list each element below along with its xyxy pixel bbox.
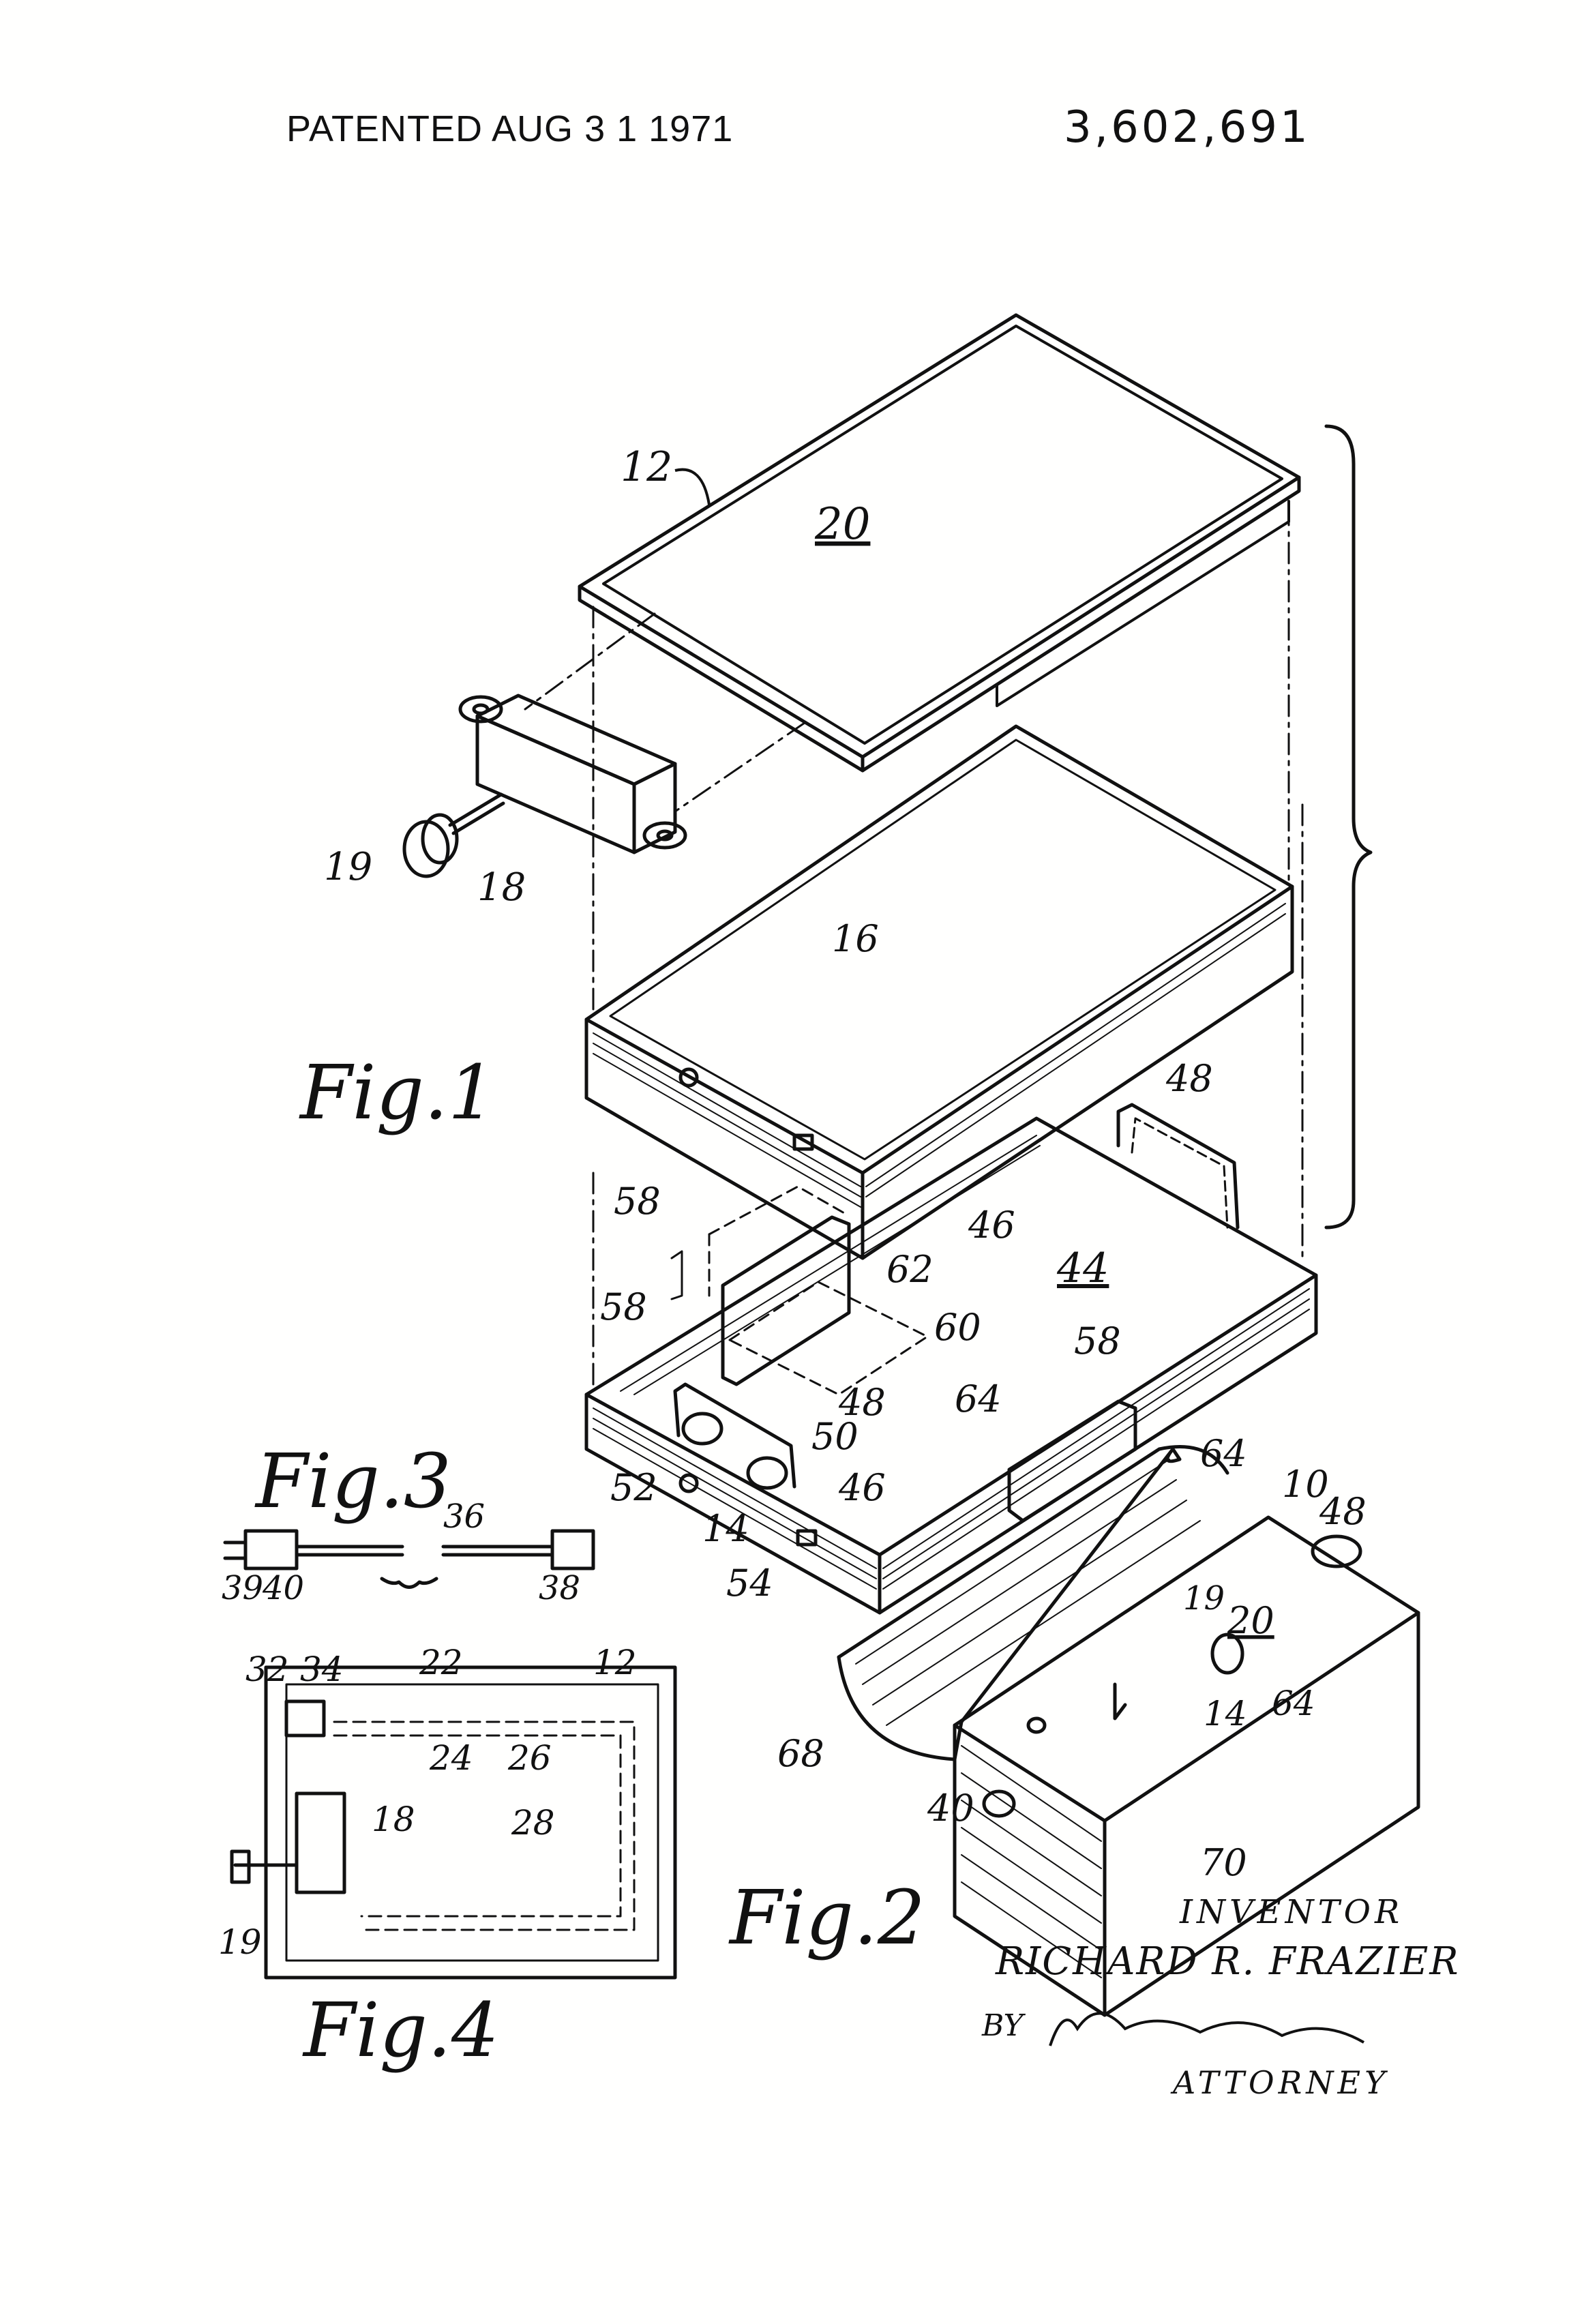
ref-19-case: 19 bbox=[1183, 1579, 1225, 1618]
ref-20: 20 bbox=[814, 499, 870, 550]
ref-14: 14 bbox=[702, 1507, 749, 1550]
ref-58-right: 58 bbox=[1074, 1320, 1121, 1362]
ref-38: 38 bbox=[539, 1569, 580, 1607]
fig1-label: Fig.1 bbox=[299, 1049, 496, 1136]
ref-50: 50 bbox=[811, 1415, 859, 1458]
ref-14-case: 14 bbox=[1204, 1694, 1247, 1733]
ref-19-fig4: 19 bbox=[218, 1922, 262, 1962]
ref-18: 18 bbox=[477, 865, 526, 910]
ref-18-fig4: 18 bbox=[372, 1800, 415, 1839]
ref-68: 68 bbox=[777, 1732, 824, 1775]
ref-60: 60 bbox=[934, 1306, 981, 1349]
inventor-title: INVENTOR bbox=[1179, 1893, 1403, 1931]
ref-36: 36 bbox=[443, 1498, 485, 1536]
ref-52: 52 bbox=[610, 1466, 657, 1509]
ref-46-front: 46 bbox=[838, 1466, 886, 1509]
ref-54: 54 bbox=[726, 1562, 773, 1605]
fig4-label: Fig.4 bbox=[302, 1986, 499, 2074]
ref-34: 34 bbox=[300, 1650, 344, 1689]
ref-12: 12 bbox=[621, 443, 672, 491]
ref-58-left: 58 bbox=[600, 1285, 647, 1328]
ref-26: 26 bbox=[507, 1738, 552, 1778]
ref-39: 39 bbox=[222, 1569, 263, 1607]
ref-24: 24 bbox=[429, 1738, 473, 1778]
ref-22: 22 bbox=[419, 1643, 463, 1682]
ref-12-fig4: 12 bbox=[593, 1643, 637, 1682]
ref-46: 46 bbox=[968, 1204, 1015, 1247]
ref-40-case: 40 bbox=[927, 1787, 974, 1830]
ref-28: 28 bbox=[511, 1803, 555, 1843]
ref-62: 62 bbox=[886, 1248, 934, 1291]
by-label: BY bbox=[981, 2008, 1026, 2043]
ref-48: 48 bbox=[1165, 1057, 1213, 1100]
fig2-label: Fig.2 bbox=[728, 1874, 925, 1961]
attorney-signature-scribble bbox=[1050, 2014, 1364, 2046]
ref-40: 40 bbox=[262, 1569, 304, 1607]
ref-32: 32 bbox=[245, 1650, 289, 1689]
ref-20-case: 20 bbox=[1227, 1599, 1274, 1642]
ref-64-case: 64 bbox=[1200, 1432, 1247, 1475]
ref-58: 58 bbox=[614, 1180, 661, 1223]
fig3-label: Fig.3 bbox=[254, 1437, 451, 1525]
ref-70: 70 bbox=[1200, 1841, 1247, 1884]
ref-19: 19 bbox=[324, 845, 372, 889]
attorney-label: ATTORNEY bbox=[1170, 2064, 1389, 2101]
inventor-name: RICHARD R. FRAZIER bbox=[995, 1939, 1460, 1984]
ref-64-case-right: 64 bbox=[1272, 1684, 1315, 1723]
ref-44: 44 bbox=[1056, 1245, 1109, 1292]
ref-16: 16 bbox=[832, 917, 879, 960]
ref-48-case: 48 bbox=[1319, 1490, 1367, 1533]
ref-64: 64 bbox=[955, 1377, 1002, 1420]
